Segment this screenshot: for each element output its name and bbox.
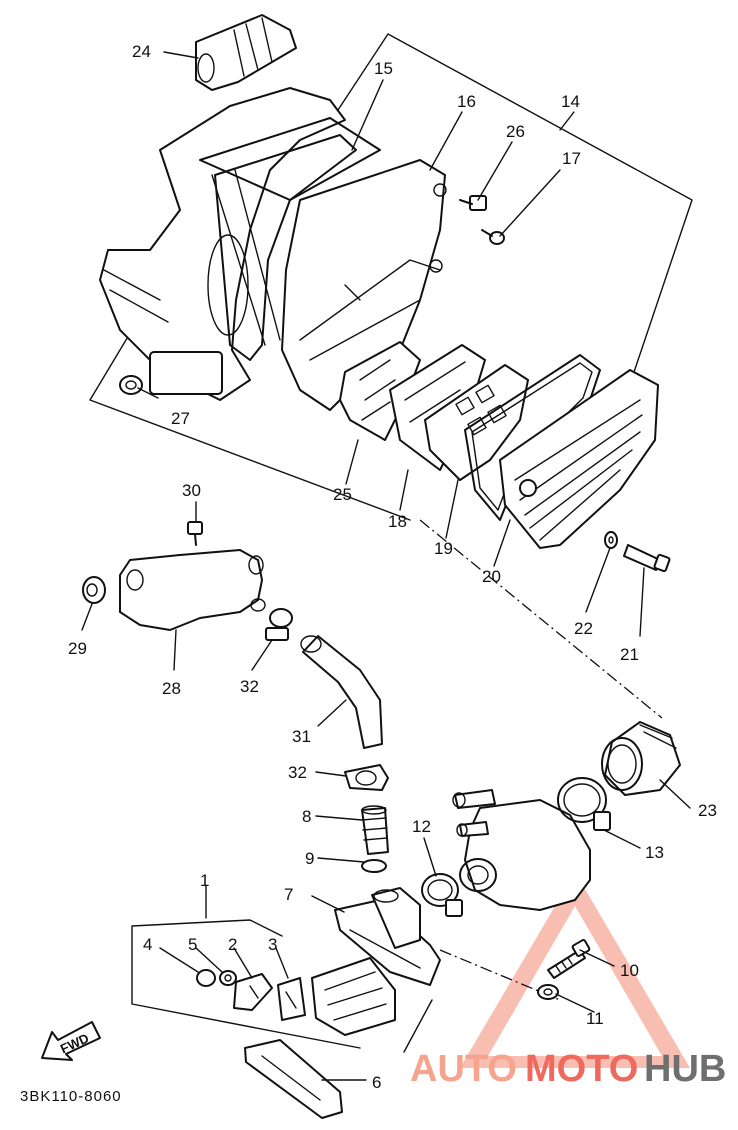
part-label-23: 23 (698, 801, 717, 820)
part-label-5: 5 (188, 935, 197, 954)
assembly-boundary-lines (89, 33, 693, 1053)
part-label-7: 7 (284, 885, 293, 904)
part-label-14: 14 (561, 92, 580, 111)
part-label-30: 30 (182, 481, 201, 500)
grommet-27 (119, 375, 143, 395)
clamp-32-upper (265, 608, 293, 641)
part-label-22: 22 (574, 619, 593, 638)
case-gasket (214, 134, 357, 361)
clamp-12 (421, 873, 463, 917)
part-label-21: 21 (620, 645, 639, 664)
part-label-24: 24 (132, 42, 151, 61)
part-label-32-upper: 32 (240, 677, 259, 696)
washer-22 (604, 531, 618, 549)
case-28 (119, 549, 266, 631)
fwd-label: FWD (58, 1030, 91, 1056)
part-label-32-lower: 32 (288, 763, 307, 782)
joint-23 (601, 721, 681, 796)
washer-11 (537, 984, 559, 1000)
gasket-6 (244, 1039, 343, 1119)
watermark-logo: AUTO MOTO HUB (410, 872, 726, 1090)
part-label-27: 27 (171, 409, 190, 428)
part-label-29: 29 (68, 639, 87, 658)
watermark-text-auto: AUTO (410, 1048, 517, 1090)
part-label-13: 13 (645, 843, 664, 862)
bolt-21 (623, 544, 671, 573)
part-label-25: 25 (333, 485, 352, 504)
washer-5 (219, 970, 237, 986)
part-label-26: 26 (506, 122, 525, 141)
leader-lines (81, 51, 691, 1081)
carburetor (452, 789, 591, 911)
part-label-10: 10 (620, 961, 639, 980)
screw-4 (196, 969, 216, 987)
watermark-text-hub: HUB (644, 1048, 726, 1090)
reed-plate-3 (277, 977, 306, 1021)
part-label-16: 16 (457, 92, 476, 111)
screw-26 (459, 195, 487, 211)
clip-9 (361, 859, 387, 873)
part-label-1: 1 (200, 871, 209, 890)
part-label-6: 6 (372, 1073, 381, 1092)
bolt-10 (547, 939, 591, 979)
part-label-17: 17 (562, 149, 581, 168)
part-label-12: 12 (412, 817, 431, 836)
part-label-8: 8 (302, 807, 311, 826)
part-label-11: 11 (586, 1009, 604, 1028)
watermark-triangle-icon (460, 872, 690, 1068)
part-label-28: 28 (162, 679, 181, 698)
part-label-31: 31 (292, 727, 311, 746)
hose-31 (300, 635, 383, 749)
joint-24 (195, 14, 297, 91)
screw-30 (187, 521, 203, 546)
part-label-4: 4 (143, 935, 152, 954)
part-label-9: 9 (305, 849, 314, 868)
reed-valve-assembly (311, 957, 396, 1036)
watermark-text-moto: MOTO (525, 1048, 638, 1090)
forward-arrow-icon (41, 1021, 101, 1061)
grommet-29 (82, 576, 106, 604)
part-label-19: 19 (434, 539, 453, 558)
part-label-3: 3 (268, 935, 277, 954)
air-cleaner-cover (499, 369, 659, 549)
clamp-32-lower (344, 764, 389, 791)
boot-8 (361, 805, 389, 855)
reed-plate-2 (233, 973, 273, 1011)
clamp-13 (557, 777, 611, 831)
part-label-15: 15 (374, 59, 393, 78)
reed-valve-7 (334, 887, 441, 986)
screw-17 (481, 229, 505, 245)
air-cleaner-case (99, 87, 381, 401)
part-label-2: 2 (228, 935, 237, 954)
part-number-labels: 24 15 16 14 26 17 27 25 18 19 20 30 22 2… (68, 42, 717, 1092)
part-label-18: 18 (388, 512, 407, 531)
part-label-20: 20 (482, 567, 501, 586)
fwd-arrow: FWD (41, 1021, 101, 1061)
diagram-code: 3BK110-8060 (20, 1088, 122, 1105)
